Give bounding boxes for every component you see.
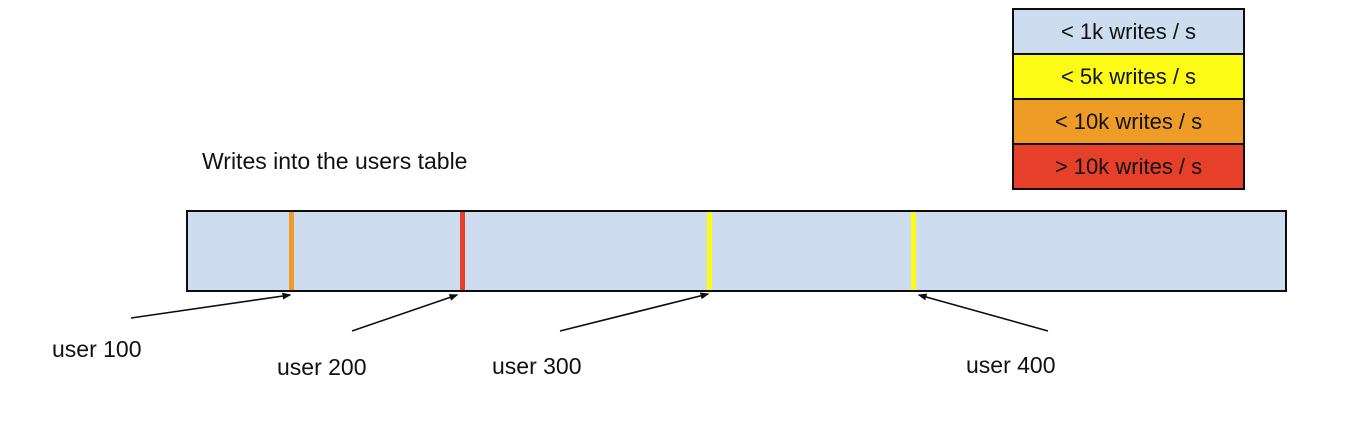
legend-item-lt-1k: < 1k writes / s <box>1012 8 1245 55</box>
legend: < 1k writes / s < 5k writes / s < 10k wr… <box>1012 8 1245 190</box>
diagram-title: Writes into the users table <box>202 148 468 174</box>
legend-item-gt-10k: > 10k writes / s <box>1012 143 1245 190</box>
user-300-label: user 300 <box>492 353 582 379</box>
legend-item-lt-10k: < 10k writes / s <box>1012 98 1245 145</box>
arrow-user-300 <box>559 292 710 332</box>
write-hotspot-user-400 <box>911 212 916 290</box>
arrow-user-100 <box>130 292 292 319</box>
write-hotspot-user-300 <box>707 212 712 290</box>
arrow-user-200 <box>351 294 459 332</box>
write-hotspot-user-200 <box>460 212 465 290</box>
arrow-user-400 <box>917 293 1049 332</box>
write-hotspot-user-100 <box>289 212 294 290</box>
user-100-label: user 100 <box>52 336 142 362</box>
user-400-label: user 400 <box>966 352 1056 378</box>
legend-item-lt-5k: < 5k writes / s <box>1012 53 1245 100</box>
users-table-bar <box>186 210 1287 292</box>
user-200-label: user 200 <box>277 354 367 380</box>
